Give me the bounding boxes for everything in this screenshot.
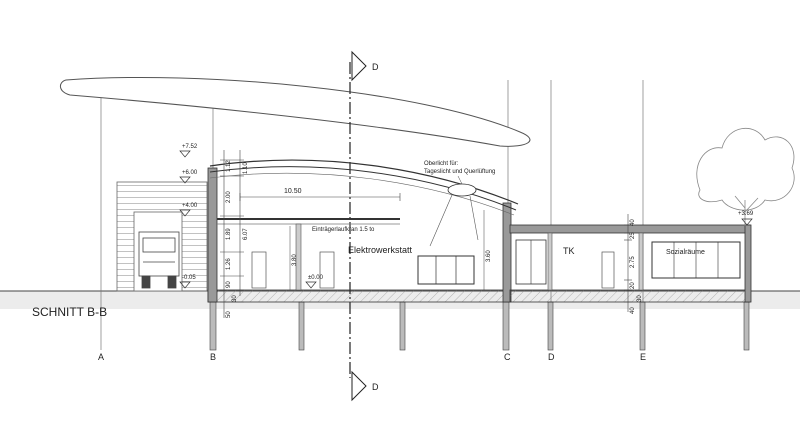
skylight-label-1: Oberlicht für:	[424, 161, 459, 167]
svg-text:25: 25	[630, 232, 636, 239]
svg-text:20: 20	[630, 282, 636, 289]
existing-shed	[116, 181, 208, 292]
level-markers: +7.52 +6.00 +4.00 -0.05 ±0.00 +3.69	[179, 144, 754, 289]
svg-text:40: 40	[630, 307, 636, 314]
drawing-title: SCHNITT B-B	[32, 305, 107, 319]
room-label-social: Sozialräume	[666, 249, 705, 256]
low-wing	[509, 224, 752, 303]
svg-text:40: 40	[630, 219, 636, 226]
svg-text:1.89: 1.89	[226, 228, 232, 240]
svg-text:±0.00: ±0.00	[308, 275, 324, 281]
svg-text:1.10: 1.10	[243, 162, 249, 174]
svg-text:+6.00: +6.00	[182, 170, 198, 176]
svg-text:1.26: 1.26	[226, 258, 232, 270]
level-marker-minus005: -0.05	[179, 275, 196, 289]
truck-icon	[138, 231, 180, 289]
inner-dimensions: 3.80 3.60	[289, 210, 492, 290]
room-label-workshop: Elektrowerkstatt	[348, 245, 413, 255]
crane-label: Einträgerlaufkran 1.5 to	[312, 227, 375, 233]
axis-label-e: E	[640, 352, 646, 362]
axis-label-d: D	[548, 352, 555, 362]
svg-text:-0.05: -0.05	[182, 275, 196, 281]
svg-text:2.75: 2.75	[630, 256, 636, 268]
section-line-d: D D	[349, 50, 379, 402]
room-labels: Elektrowerkstatt TK Sozialräume	[348, 245, 705, 256]
svg-text:30: 30	[232, 295, 238, 302]
right-dimension-chain: 40 25 2.75 20 40 30	[624, 214, 643, 314]
axis-label-b: B	[210, 352, 216, 362]
span-dimension: 10.50	[239, 188, 401, 201]
axis-labels: A B C D E	[98, 352, 646, 362]
axis-label-a: A	[98, 352, 104, 362]
svg-text:90: 90	[226, 281, 232, 288]
svg-text:1.12: 1.12	[226, 160, 232, 172]
section-mark-bottom: D	[372, 382, 379, 392]
svg-text:3.80: 3.80	[292, 254, 298, 266]
tree-icon	[696, 127, 795, 226]
svg-text:+4.00: +4.00	[182, 203, 198, 209]
level-marker-600: +6.00	[179, 170, 198, 184]
piles	[209, 301, 750, 351]
level-marker-369: +3.69	[738, 211, 754, 226]
section-mark-top: D	[372, 62, 379, 72]
room-label-tk: TK	[563, 246, 575, 256]
svg-text:2.00: 2.00	[226, 191, 232, 203]
axis-label-c: C	[504, 352, 511, 362]
level-marker-400: +4.00	[179, 203, 198, 217]
annotations: Einträgerlaufkran 1.5 to Oberlicht für: …	[312, 161, 495, 233]
skylight-label-2: Tageslicht und Querlüftung	[424, 169, 495, 175]
level-marker-000: ±0.00	[305, 275, 324, 289]
svg-text:10.50: 10.50	[284, 188, 302, 195]
roof-blade	[60, 76, 531, 147]
svg-text:+3.69: +3.69	[738, 211, 754, 217]
svg-text:30: 30	[637, 295, 643, 302]
svg-text:6.07: 6.07	[243, 228, 249, 240]
svg-text:50: 50	[226, 311, 232, 318]
svg-text:+7.52: +7.52	[182, 144, 198, 150]
left-dimension-chain: 1.12 1.10 2.00 6.07 1.89 1.26 90 30 50	[220, 150, 249, 318]
svg-text:3.60: 3.60	[486, 250, 492, 262]
level-marker-752: +7.52	[179, 144, 198, 158]
